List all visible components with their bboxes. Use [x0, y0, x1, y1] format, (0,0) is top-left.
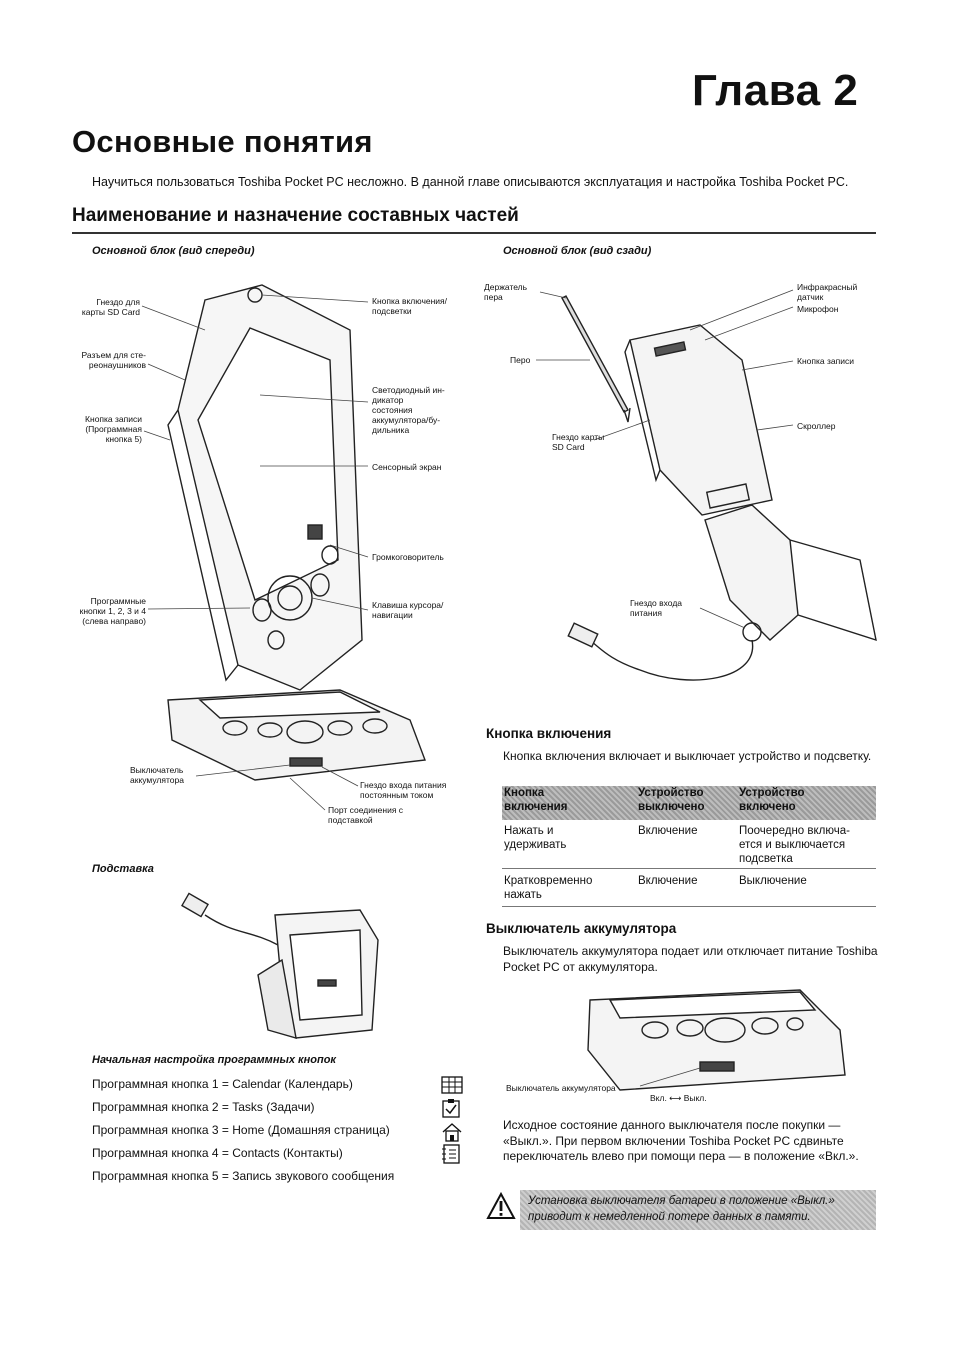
battery-text-2: Исходное состояние данного выключателя п…: [503, 1118, 859, 1163]
battery-text: Выключатель аккумулятора подает или откл…: [503, 944, 878, 974]
label-battery-switch-2: Выключатель аккумулятора: [506, 1083, 616, 1093]
page-title: Основные понятия: [72, 124, 373, 159]
battery-heading: Выключатель аккумулятора: [486, 921, 677, 936]
power-table-rule: [502, 906, 876, 907]
power-table-cell: Нажать и удерживать: [504, 825, 567, 851]
power-table-cell: Поочередно включа- ется и выключается по…: [739, 825, 850, 865]
label-sd-slot: Гнездо для карты SD Card: [81, 297, 140, 317]
power-table-cell: Включение: [638, 875, 698, 887]
warning-text: Установка выключателя батареи в положени…: [528, 1195, 835, 1223]
prog-button-4: Программная кнопка 4 = Contacts (Контакт…: [92, 1146, 343, 1160]
label-headphone: Разъем для сте- реонаушников: [81, 350, 146, 370]
label-ir-sensor: Инфракрасный датчик: [797, 282, 858, 302]
label-back-sd-slot: Гнездо карты SD Card: [552, 432, 605, 452]
home-icon: [442, 1123, 462, 1142]
label-touch-screen: Сенсорный экран: [372, 462, 442, 472]
prog-button-2: Программная кнопка 2 = Tasks (Задачи): [92, 1100, 315, 1114]
front-view-caption: Основной блок (вид спереди): [92, 245, 255, 257]
label-battery-switch: Выключатель аккумулятора: [130, 765, 184, 785]
label-cursor-key: Клавиша курсора/ навигации: [372, 600, 444, 620]
prog-button-5: Программная кнопка 5 = Запись звукового …: [92, 1169, 395, 1183]
label-program-buttons: Программные кнопки 1, 2, 3 и 4 (слева на…: [79, 596, 146, 626]
back-view-caption: Основной блок (вид сзади): [503, 245, 652, 257]
section-title: Наименование и назначение составных част…: [72, 205, 519, 226]
prog-button-3: Программная кнопка 3 = Home (Домашняя ст…: [92, 1123, 390, 1137]
prog-buttons-heading: Начальная настройка программных кнопок: [92, 1054, 336, 1066]
power-table-cell: Включение: [638, 825, 698, 837]
label-stylus-holder: Держатель пера: [484, 282, 528, 302]
tasks-icon: [442, 1099, 460, 1118]
label-stylus: Перо: [510, 355, 531, 365]
label-dc-in: Гнездо входа питания постоянным током: [360, 780, 447, 800]
warning-box: [520, 1190, 876, 1230]
power-table-rule: [502, 868, 876, 869]
power-text: Кнопка включения включает и выключает ус…: [503, 749, 872, 763]
power-table-header-1: Кнопка включения: [504, 787, 568, 813]
label-cradle-port: Порт соединения с подставкой: [328, 805, 404, 825]
label-power-input: Гнездо входа питания: [630, 598, 683, 618]
calendar-icon: [441, 1076, 463, 1094]
label-back-record-button: Кнопка записи: [797, 356, 854, 366]
power-heading: Кнопка включения: [486, 726, 612, 741]
power-table-header-3: Устройство включено: [739, 787, 805, 813]
label-scroller: Скроллер: [797, 421, 836, 431]
section-rule: [72, 232, 876, 234]
power-table-header-2: Устройство выключено: [638, 787, 705, 813]
prog-button-1: Программная кнопка 1 = Calendar (Календа…: [92, 1077, 353, 1091]
label-speaker: Громкоговоритель: [372, 552, 444, 562]
power-table-header-bg: [502, 786, 876, 820]
label-power-button: Кнопка включения/ подсветки: [372, 296, 448, 316]
chapter-title: Глава 2: [692, 66, 859, 115]
contacts-icon: [442, 1144, 460, 1164]
warning-icon: [486, 1191, 516, 1219]
label-microphone: Микрофон: [797, 304, 839, 314]
label-on-off: Вкл. ⟷ Выкл.: [650, 1093, 707, 1103]
power-table-cell: Кратковременно нажать: [504, 875, 593, 901]
power-table-cell: Выключение: [739, 875, 807, 887]
label-record-button: Кнопка записи (Программная кнопка 5): [85, 414, 142, 444]
intro-text: Научиться пользоваться Toshiba Pocket PC…: [92, 175, 849, 189]
cradle-caption: Подставка: [92, 863, 154, 875]
label-led-indicator: Светодиодный ин- дикатор состояния аккум…: [372, 385, 445, 435]
